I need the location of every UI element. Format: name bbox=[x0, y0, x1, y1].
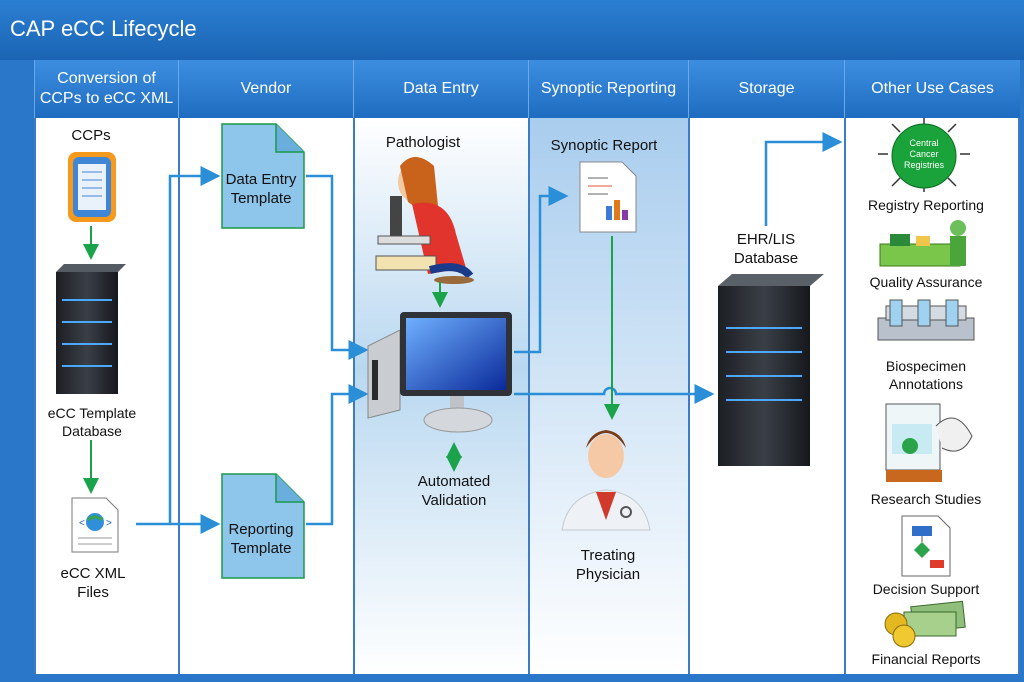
reporting-template-label: Reporting Template bbox=[228, 521, 294, 557]
xml-files-label: eCC XML Files bbox=[60, 565, 126, 601]
column-header-other-use-cases: Other Use Cases bbox=[844, 60, 1020, 118]
use-case-quality-assurance: Quality Assurance bbox=[869, 274, 983, 290]
svg-text:>: > bbox=[106, 518, 112, 529]
ehr-lis-database-label: EHR/LIS Database bbox=[733, 231, 799, 267]
pathologist-label: Pathologist bbox=[385, 134, 461, 151]
automated-validation-label: Automated Validation bbox=[417, 473, 491, 509]
column-header-vendor: Vendor bbox=[178, 60, 353, 118]
computer-workstation-icon bbox=[367, 312, 512, 433]
synoptic-report-icon bbox=[579, 161, 637, 233]
template-database-server-icon bbox=[56, 264, 126, 394]
arrow-storage-to-use-cases bbox=[764, 132, 843, 226]
svg-text:<: < bbox=[79, 518, 85, 529]
registry-badge-label: Central Cancer Registries bbox=[903, 138, 944, 170]
treating-physician-label: Treating Physician bbox=[575, 547, 641, 583]
column-header-conversion: Conversion of CCPs to eCC XML bbox=[34, 60, 178, 118]
use-case-decision-support: Decision Support bbox=[872, 581, 980, 597]
use-case-research-studies: Research Studies bbox=[870, 491, 982, 507]
xml-file-icon: <> bbox=[71, 497, 119, 553]
column-header-synoptic-reporting: Synoptic Reporting bbox=[528, 60, 688, 118]
ccps-label: CCPs bbox=[71, 127, 111, 144]
decision-support-icon bbox=[901, 515, 951, 577]
use-case-biospecimen-annotations: Biospecimen Annotations bbox=[885, 358, 967, 392]
column-other-use-cases bbox=[844, 118, 1020, 674]
financial-reports-icon bbox=[884, 600, 966, 648]
quality-assurance-icon bbox=[879, 220, 966, 267]
research-studies-icon bbox=[885, 403, 973, 482]
ehr-lis-database-server-icon bbox=[718, 274, 824, 466]
column-header-storage: Storage bbox=[688, 60, 844, 118]
arrow-computer-to-storage bbox=[514, 384, 715, 404]
arrows-templates-to-computer bbox=[306, 174, 369, 526]
synoptic-report-label: Synoptic Report bbox=[550, 137, 658, 154]
ccp-document-icon bbox=[68, 152, 116, 222]
arrow-computer-to-report bbox=[514, 186, 569, 354]
use-case-financial-reports: Financial Reports bbox=[871, 651, 981, 667]
page-title: CAP eCC Lifecycle bbox=[10, 16, 197, 41]
pathologist-illustration bbox=[375, 157, 474, 284]
arrows-xml-to-templates bbox=[136, 166, 221, 534]
central-cancer-registries-icon bbox=[878, 118, 970, 192]
title-bar: CAP eCC Lifecycle bbox=[0, 0, 1024, 60]
data-entry-template-label: Data Entry Template bbox=[225, 171, 297, 207]
physician-illustration bbox=[561, 430, 651, 531]
column-header-data-entry: Data Entry bbox=[353, 60, 528, 118]
use-case-registry-reporting: Registry Reporting bbox=[868, 197, 984, 213]
template-database-label: eCC Template Database bbox=[47, 405, 137, 439]
biospecimen-tray-icon bbox=[877, 299, 975, 341]
